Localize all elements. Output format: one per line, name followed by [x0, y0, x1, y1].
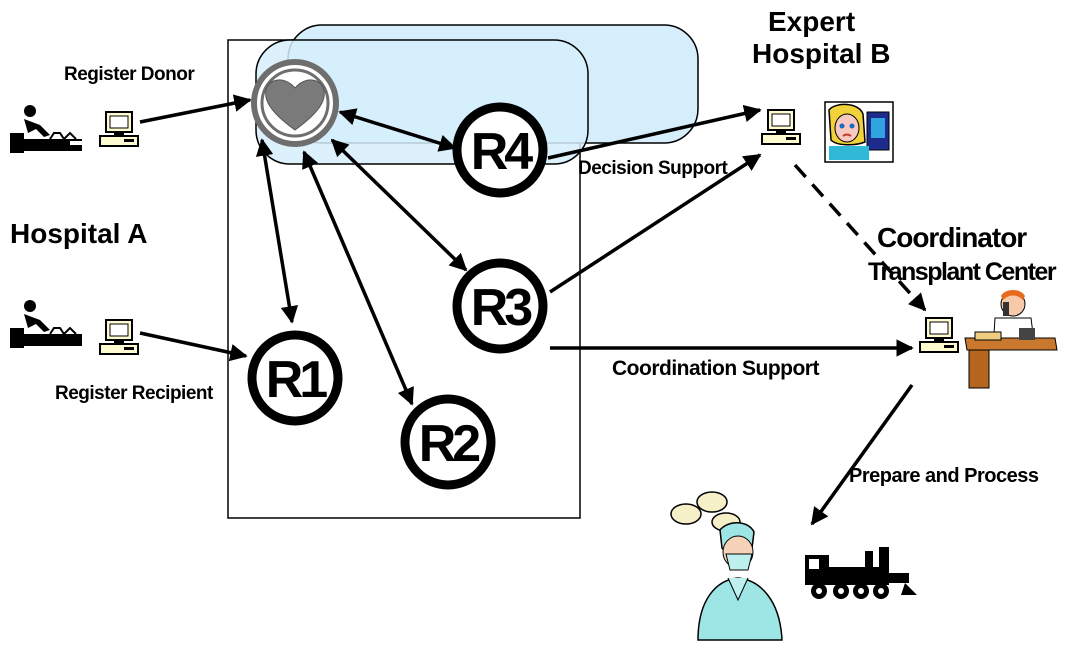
heart-icon — [265, 79, 325, 131]
node-r2-label: R2 — [419, 415, 480, 473]
node-r4: R4 — [452, 102, 548, 198]
donor-computer-icon — [99, 111, 139, 147]
connections — [139, 94, 927, 526]
node-r3-label: R3 — [471, 279, 533, 337]
recipient-computer-icon — [99, 319, 139, 355]
donor-patient-on-bed-icon — [10, 105, 92, 153]
coordinator-label-line2: Transplant Center — [868, 258, 1057, 286]
arrow-heart-r1 — [255, 138, 299, 324]
coordinator-label-line1: Coordinator — [877, 222, 1027, 253]
expert-hospital-label-line1: Expert — [768, 6, 856, 37]
node-r2: R2 — [400, 394, 496, 490]
arrow-r3-to-expert — [549, 153, 762, 294]
decision-support-label: Decision Support — [578, 158, 728, 179]
person-on-phone-at-desk-icon — [964, 290, 1058, 389]
expert-hospital-label-line2: Hospital B — [752, 38, 891, 69]
coordination-support-label: Coordination Support — [612, 357, 819, 380]
worried-woman-at-computer-icon — [824, 101, 894, 163]
surgeon-icon — [670, 491, 783, 641]
expert-computer-icon — [761, 109, 801, 145]
arrow-expert-to-coordinator — [793, 163, 927, 312]
prepare-and-process-label: Prepare and Process — [849, 465, 1039, 487]
node-r1: R1 — [247, 330, 343, 426]
register-recipient-label: Register Recipient — [55, 383, 213, 404]
arrow-heart-r2 — [302, 150, 414, 406]
arrow-recipient-to-r1 — [139, 331, 248, 362]
arrow-donor-to-heart — [139, 94, 252, 124]
arrow-r4-to-expert — [547, 104, 762, 160]
recipient-patient-on-bed-icon — [10, 300, 82, 348]
arrow-coordinator-to-surgeon — [810, 383, 914, 526]
node-r4-label: R4 — [471, 123, 534, 181]
heart-registry-node — [251, 59, 339, 147]
coordinator-computer-icon — [919, 317, 959, 353]
node-r3: R3 — [452, 258, 548, 354]
hospital-a-label: Hospital A — [10, 218, 148, 249]
register-donor-label: Register Donor — [64, 64, 195, 85]
node-r1-label: R1 — [266, 351, 328, 409]
steam-locomotive-icon — [805, 547, 917, 599]
